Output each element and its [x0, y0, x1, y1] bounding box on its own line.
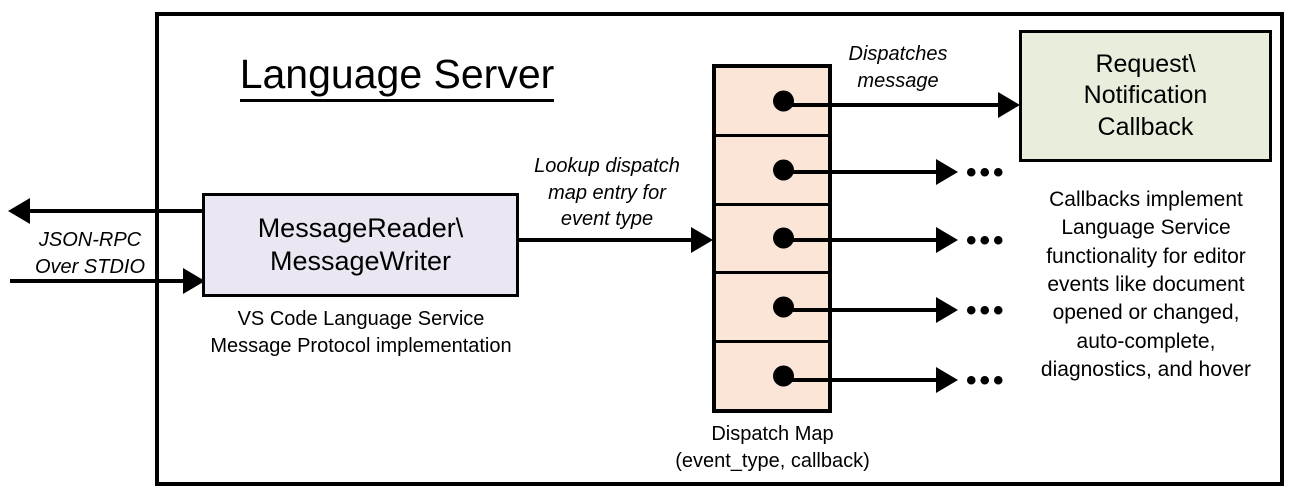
dispatch-continuation-4: •••	[966, 364, 1007, 397]
callbacks-description-line: Callbacks implement	[1049, 188, 1243, 211]
edge-label-jsonrpc-line1: JSON-RPC	[38, 229, 142, 251]
callbacks-description-line: events like document	[1047, 273, 1245, 297]
jsonrpc-out-line	[30, 209, 205, 213]
callbacks-description-line: auto-complete,	[1076, 329, 1216, 353]
edge-label-lookup: Lookup dispatch map entry for event type	[512, 153, 702, 233]
page-title-text: Language Server	[239, 51, 555, 102]
callback-label-line1: Request\	[1095, 49, 1196, 78]
message-reader-writer-box[interactable]: MessageReader\ MessageWriter	[202, 193, 519, 297]
dispatch-map-row[interactable]	[716, 206, 828, 275]
edge-label-lookup-line3: event type	[560, 208, 654, 231]
dispatch-map-row[interactable]	[716, 274, 828, 344]
jsonrpc-in-arrowhead	[183, 268, 205, 294]
dispatch-entry-dot-icon	[773, 296, 794, 318]
dispatch-edge-arrowhead-3	[936, 227, 958, 253]
callback-label-line3: Callback	[1097, 112, 1194, 141]
dispatch-map-caption: Dispatch Map (event_type, callback)	[645, 421, 900, 475]
dispatch-map-row[interactable]	[716, 137, 828, 206]
page-title: Language Server	[232, 51, 562, 102]
dispatch-edge-line-3	[787, 238, 939, 242]
edge-label-dispatches-line2: message	[857, 69, 939, 92]
dispatch-continuation-1: •••	[966, 156, 1007, 189]
dispatch-map-caption-line1: Dispatch Map	[711, 423, 834, 445]
dispatch-edge-arrowhead-2	[936, 159, 958, 185]
message-reader-label-line2: MessageWriter	[269, 246, 452, 276]
lookup-edge-line	[519, 238, 694, 242]
dispatch-entry-dot-icon	[773, 159, 794, 181]
language-server-frame	[155, 12, 1284, 486]
dispatch-map-row[interactable]	[716, 343, 828, 409]
dispatch-edge-arrowhead-4	[936, 297, 958, 323]
message-reader-label-line1: MessageReader\	[257, 213, 464, 244]
dispatch-map-caption-line2: (event_type, callback)	[675, 449, 870, 472]
callbacks-description-line: opened or changed,	[1052, 301, 1240, 325]
edge-label-lookup-line2: map entry for	[548, 181, 666, 204]
request-notification-callback-label: Request\ Notification Callback	[1084, 49, 1208, 144]
dispatch-edge-arrowhead-5	[936, 367, 958, 393]
jsonrpc-out-arrowhead	[8, 198, 30, 224]
edge-label-dispatches: Dispatches message	[828, 41, 968, 94]
lookup-edge-arrowhead	[691, 227, 713, 253]
edge-label-dispatches-line1: Dispatches	[848, 43, 948, 65]
edge-label-jsonrpc-line2: Over STDIO	[34, 255, 145, 278]
dispatch-edge-arrowhead-1	[998, 92, 1020, 118]
dispatch-edge-line-5	[787, 378, 939, 382]
callback-label-line2: Notification	[1083, 81, 1208, 110]
dispatch-edge-line-2	[787, 170, 939, 174]
message-reader-caption-line2: Message Protocol implementation	[210, 334, 512, 357]
message-reader-writer-label: MessageReader\ MessageWriter	[258, 212, 464, 278]
dispatch-edge-line-4	[787, 308, 939, 312]
dispatch-continuation-3: •••	[966, 294, 1007, 327]
callbacks-description-line: diagnostics, and hover	[1040, 358, 1252, 382]
jsonrpc-in-line	[10, 279, 185, 283]
dispatch-entry-dot-icon	[773, 227, 794, 249]
callbacks-description-line: functionality for editor	[1046, 244, 1246, 268]
message-reader-caption: VS Code Language Service Message Protoco…	[180, 306, 542, 360]
message-reader-caption-line1: VS Code Language Service	[237, 308, 485, 330]
callbacks-description: Callbacks implement Language Service fun…	[1006, 186, 1286, 384]
edge-label-jsonrpc: JSON-RPC Over STDIO	[10, 227, 170, 280]
dispatch-entry-dot-icon	[773, 90, 794, 112]
edge-label-lookup-line1: Lookup dispatch	[534, 155, 680, 177]
request-notification-callback-box[interactable]: Request\ Notification Callback	[1019, 30, 1272, 162]
callbacks-description-line: Language Service	[1061, 216, 1231, 240]
dispatch-continuation-2: •••	[966, 224, 1007, 257]
dispatch-entry-dot-icon	[773, 365, 794, 387]
dispatch-edge-line-1	[787, 103, 1002, 107]
